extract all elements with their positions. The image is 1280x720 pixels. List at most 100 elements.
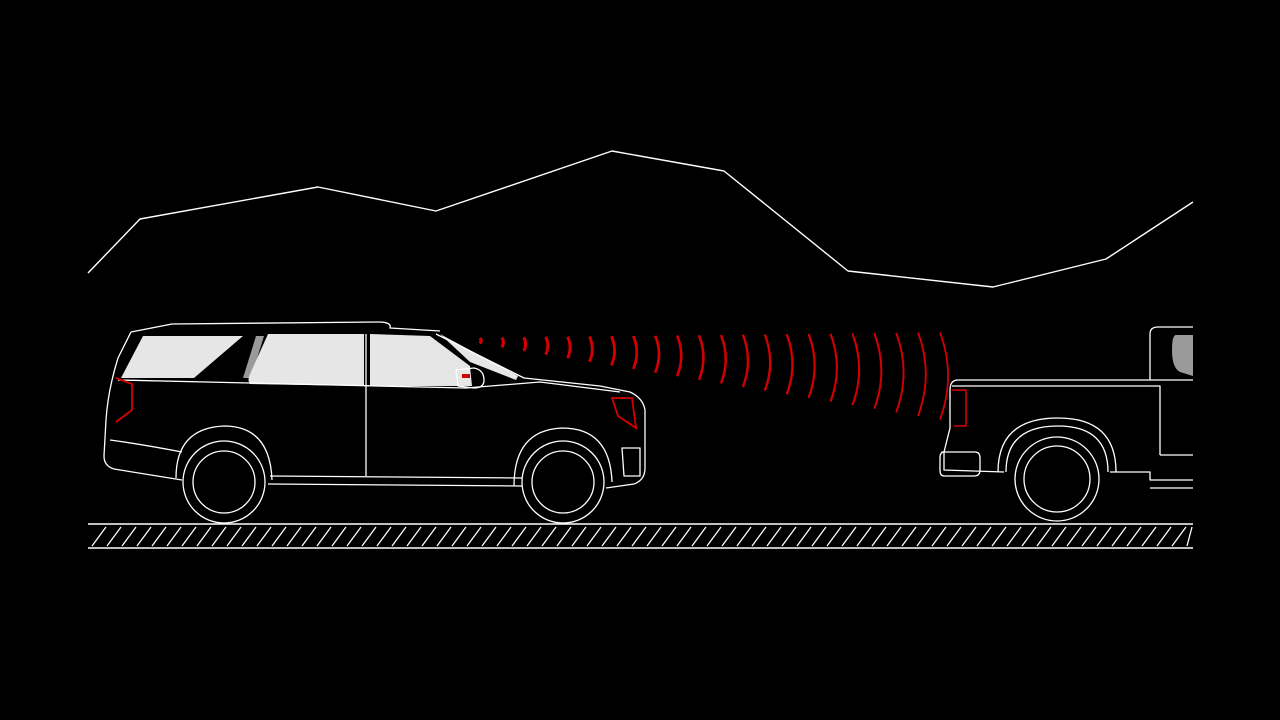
road-hatch-stroke — [751, 526, 767, 547]
road-hatch-stroke — [511, 526, 527, 547]
road-hatch-stroke — [811, 526, 827, 547]
road-hatch-stroke — [1126, 526, 1142, 547]
road-hatch-stroke — [706, 526, 722, 547]
road-hatch-stroke — [556, 526, 572, 547]
road-hatch-stroke — [1186, 526, 1193, 547]
road-hatch-stroke — [991, 526, 1007, 547]
suv-front-rim — [531, 450, 595, 514]
truck-window — [1172, 335, 1193, 376]
road-hatch-stroke — [916, 526, 932, 547]
road-hatch-stroke — [361, 526, 377, 547]
suv-pillar-glass — [243, 336, 264, 378]
road-hatch-stroke — [331, 526, 347, 547]
suv-rear-rim — [192, 450, 256, 514]
road-hatch-stroke — [1006, 526, 1022, 547]
road-hatch-stroke — [1096, 526, 1112, 547]
road-hatch-stroke — [1036, 526, 1052, 547]
radar-wave-arc — [917, 332, 927, 417]
suv-outline-icon — [103, 321, 646, 524]
truck-wheel-arch-inner — [1005, 425, 1109, 473]
radar-wave-arc — [807, 333, 816, 399]
road-hatch-stroke — [856, 526, 872, 547]
radar-wave-arc — [544, 336, 550, 356]
suv-rear-tire — [182, 440, 266, 524]
truck-bed-inner — [952, 385, 1193, 456]
road-hatch-stroke — [841, 526, 857, 547]
road-hatch-stroke — [886, 526, 902, 547]
radar-wave-arc — [895, 332, 905, 413]
suv-taillight — [115, 377, 133, 423]
road-hatch-stroke — [1066, 526, 1082, 547]
road-hatch-stroke — [376, 526, 392, 547]
road-hatch-stroke — [1081, 526, 1097, 547]
road-hatch-stroke — [1141, 526, 1157, 547]
road-hatch-stroke — [286, 526, 302, 547]
truck-tire — [1014, 436, 1100, 522]
suv-middle-window — [248, 334, 364, 386]
radar-wave-arc — [873, 332, 883, 410]
road-hatch-stroke — [541, 526, 557, 547]
road-hatch-stroke — [601, 526, 617, 547]
radar-wave-arc — [653, 335, 661, 374]
road-hatch-stroke — [766, 526, 782, 547]
road-hatch-stroke — [691, 526, 707, 547]
road-hatch-stroke — [931, 526, 947, 547]
road-hatch-stroke — [256, 526, 272, 547]
radar-waves — [478, 332, 949, 420]
road-hatch-stroke — [661, 526, 677, 547]
suv-roof-rack — [130, 321, 441, 333]
road-hatch-stroke — [181, 526, 197, 547]
road-hatch-stroke — [646, 526, 662, 547]
road-hatch-stroke — [526, 526, 542, 547]
road-hatch-stroke — [421, 526, 437, 547]
radar-wave-arc — [829, 333, 838, 402]
suv-front-bumper — [621, 447, 641, 477]
truck-bumper — [939, 451, 981, 477]
road-hatch-stroke — [271, 526, 287, 547]
road-hatch-stroke — [961, 526, 977, 547]
road-hatch-stroke — [466, 526, 482, 547]
road-hatch-stroke — [481, 526, 497, 547]
radar-wave-arc — [500, 336, 505, 349]
road-hatch-stroke — [781, 526, 797, 547]
road-hatch-stroke — [211, 526, 227, 547]
road-hatch-stroke — [301, 526, 317, 547]
road-hatch-stroke — [496, 526, 512, 547]
radar-wave-arc — [610, 335, 616, 366]
road-hatch-stroke — [796, 526, 812, 547]
road-hatch-stroke — [871, 526, 887, 547]
road-hatch-stroke — [736, 526, 752, 547]
road-hatch-stroke — [1171, 526, 1187, 547]
road-hatch-stroke — [1051, 526, 1067, 547]
suv-rear-window — [121, 336, 243, 378]
road-hatch-stroke — [1156, 526, 1172, 547]
radar-wave-arc — [675, 335, 683, 377]
road-hatch-stroke — [586, 526, 602, 547]
road-hatch-stroke — [721, 526, 737, 547]
truck-taillight — [952, 389, 967, 427]
truck-cab — [1149, 326, 1193, 380]
radar-wave-arc — [697, 334, 705, 381]
road-hatch-stroke — [196, 526, 212, 547]
road-hatching — [91, 526, 1193, 547]
road-hatch-stroke — [631, 526, 647, 547]
pickup-truck-outline-icon — [939, 326, 1193, 522]
road-hatch-stroke — [901, 526, 917, 547]
suv-front-wheel-arch — [513, 427, 613, 487]
radar-wave-arc — [566, 336, 572, 359]
road-hatch-stroke — [946, 526, 962, 547]
suv-front-tire — [521, 440, 605, 524]
suv-mirror-indicator — [462, 374, 470, 378]
road-hatch-stroke — [826, 526, 842, 547]
road-hatch-stroke — [391, 526, 407, 547]
road-hatch-stroke — [241, 526, 257, 547]
mountain-ridge-line — [87, 150, 1194, 288]
radar-wave-arc — [478, 336, 483, 345]
truck-wheel-arch — [997, 417, 1117, 473]
radar-wave-arc — [763, 334, 772, 392]
radar-wave-arc — [939, 332, 949, 420]
radar-wave-arc — [785, 333, 794, 395]
road-hatch-stroke — [106, 526, 122, 547]
truck-rim — [1023, 445, 1091, 513]
